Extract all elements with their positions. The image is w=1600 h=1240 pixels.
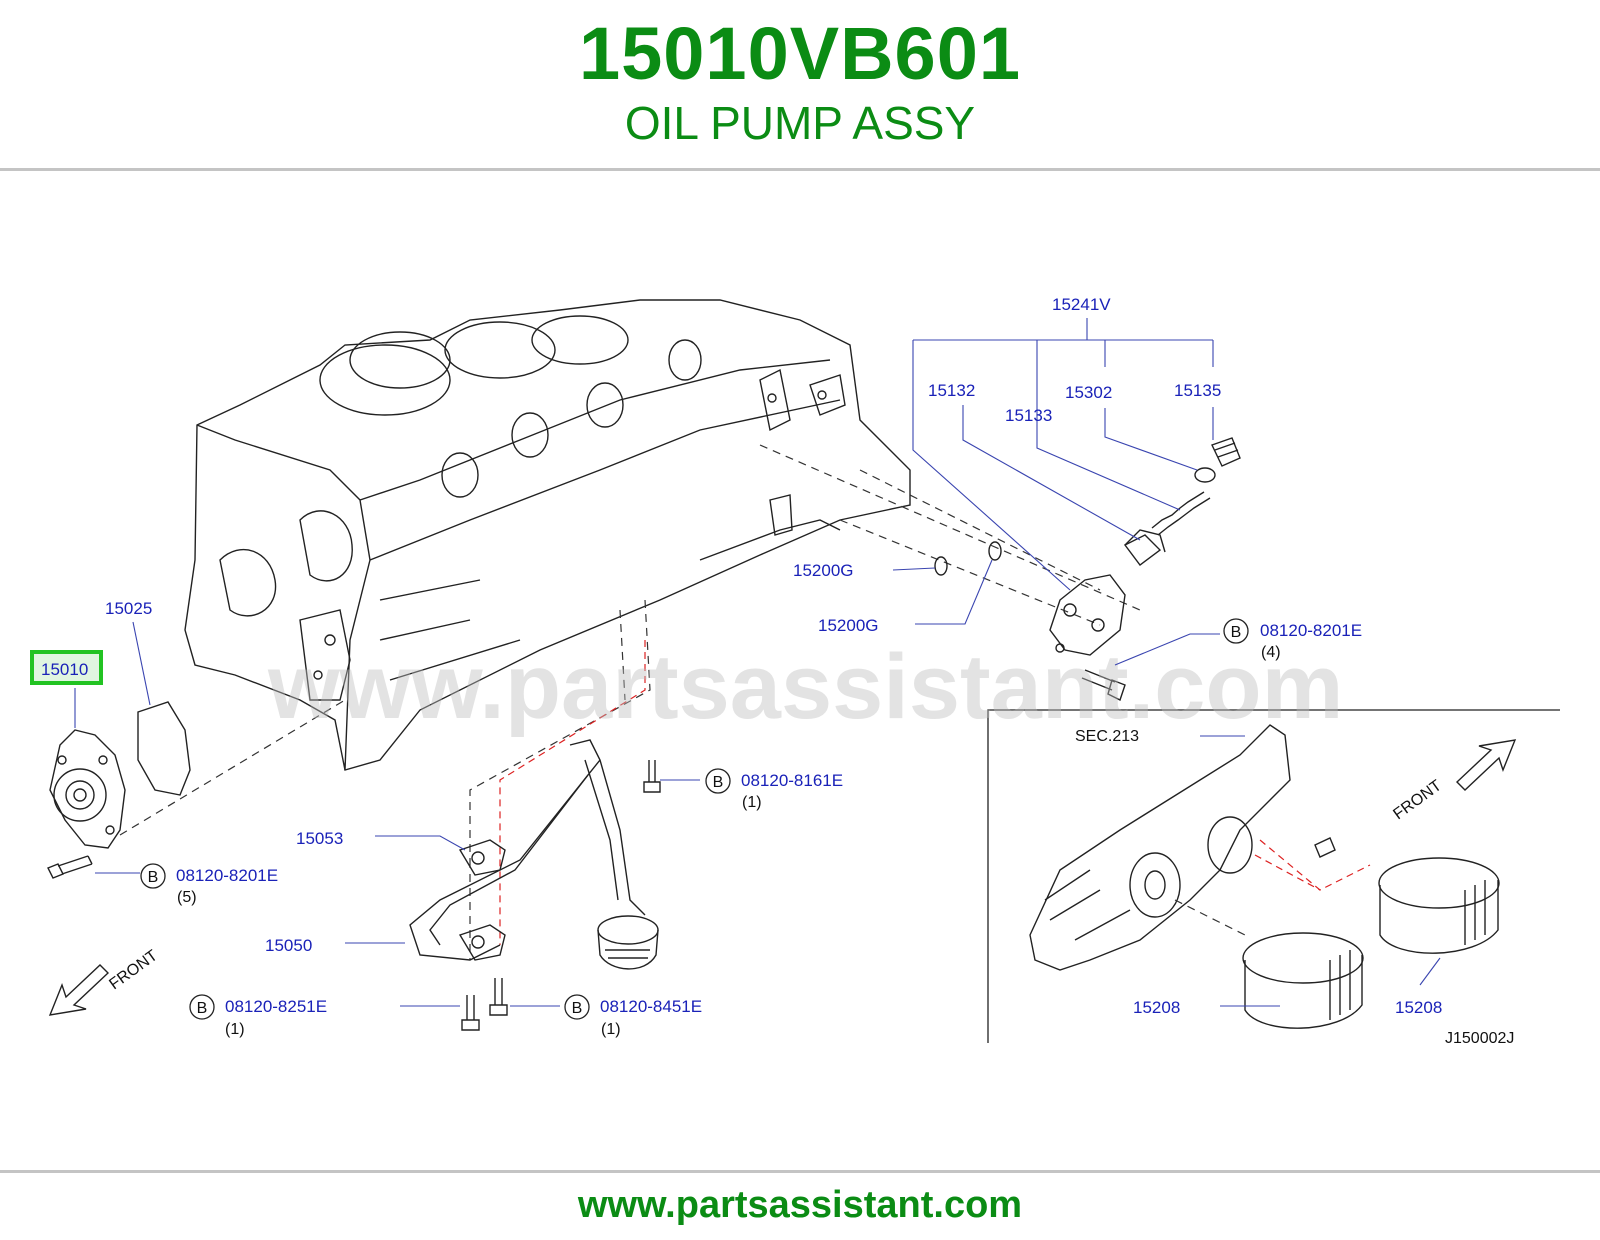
bolt-symbol-icon [705,768,731,794]
highlight-box [30,650,103,685]
callout-15050[interactable]: 15050 [265,936,312,955]
header-divider [0,168,1600,171]
section-reference: SEC.213 [1075,728,1139,745]
bolt-symbol-letter: B [197,1000,208,1017]
bolt-part-08120-8251E[interactable]: 08120-8251E [225,997,327,1016]
bolt-qty: (1) [601,1021,621,1038]
bolt-symbol-letter: B [1231,624,1242,641]
highlighted-part-callout[interactable]: 15010 [30,650,103,685]
drawing-code: J150002J [1445,1030,1514,1047]
callout-15010[interactable]: 15010 [41,660,88,679]
callout-15302[interactable]: 15302 [1065,383,1112,402]
bolt-symbol-letter: B [572,1000,583,1017]
bolt-symbol-letter: B [713,774,724,791]
bolt-callout-2[interactable]: B 08120-8161E (1) [705,768,843,811]
bolt-callout-5[interactable]: B 08120-8201E (4) [1223,618,1362,661]
part-name-subtitle: OIL PUMP ASSY [624,97,976,149]
inset-panel [987,709,1560,1043]
watermark-text: www.partsassistant.com [267,636,1343,738]
bolt-callout-1[interactable]: B 08120-8201E (5) [140,863,278,906]
callout-15135[interactable]: 15135 [1174,381,1221,400]
callout-15208-left[interactable]: 15208 [1133,998,1180,1017]
callout-15200G-lower[interactable]: 15200G [818,616,879,635]
bolt-callout-4[interactable]: B 08120-8451E (1) [564,994,702,1038]
callout-15208-right[interactable]: 15208 [1395,998,1442,1017]
footer-divider [0,1170,1600,1173]
assembly-guide-lines [119,444,1141,960]
callout-15133[interactable]: 15133 [1005,406,1052,425]
callout-15132[interactable]: 15132 [928,381,975,400]
relief-bolt-drawing [1081,669,1126,701]
gasket-drawing [137,701,191,796]
footer-website-link[interactable]: www.partsassistant.com [577,1184,1023,1226]
part-number-title: 15010VB601 [578,12,1022,95]
bolt-part-08120-8451E[interactable]: 08120-8451E [600,997,702,1016]
callout-15025[interactable]: 15025 [105,599,152,618]
bolt-qty: (1) [742,794,762,811]
page-header: 15010VB601 OIL PUMP ASSY [0,0,1600,170]
bolt-part-08120-8201E-relief[interactable]: 08120-8201E [1260,621,1362,640]
bolt-symbol-icon [1223,618,1249,644]
bolt-callout-3[interactable]: B 08120-8251E (1) [189,994,327,1038]
callout-15200G-upper[interactable]: 15200G [793,561,854,580]
bolt-part-08120-8161E[interactable]: 08120-8161E [741,771,843,790]
front-label-right: FRONT [1390,777,1445,823]
callout-15241V[interactable]: 15241V [1052,295,1111,314]
strainer-bolts-drawing [461,760,661,1031]
oil-pump-drawing [49,729,126,849]
bolt-symbol-icon [189,994,215,1020]
oil-strainer-drawing [409,739,659,970]
bolt-part-08120-8201E-pump[interactable]: 08120-8201E [176,866,278,885]
pump-bolt-drawing [47,855,93,879]
front-arrow-right-icon [1455,739,1517,791]
front-arrow-left-icon [48,964,110,1016]
bolt-symbol-letter: B [148,869,159,886]
bolt-qty: (1) [225,1021,245,1038]
bolt-symbol-icon [140,863,166,889]
bolt-symbol-icon [564,994,590,1020]
engine-block-drawing [184,299,911,771]
bolt-qty: (5) [177,889,197,906]
leader-lines [74,318,1441,1007]
relief-valve-assembly-drawing [934,437,1241,656]
bolt-qty: (4) [1261,644,1281,661]
callout-15053[interactable]: 15053 [296,829,343,848]
front-label-left: FRONT [106,947,161,993]
